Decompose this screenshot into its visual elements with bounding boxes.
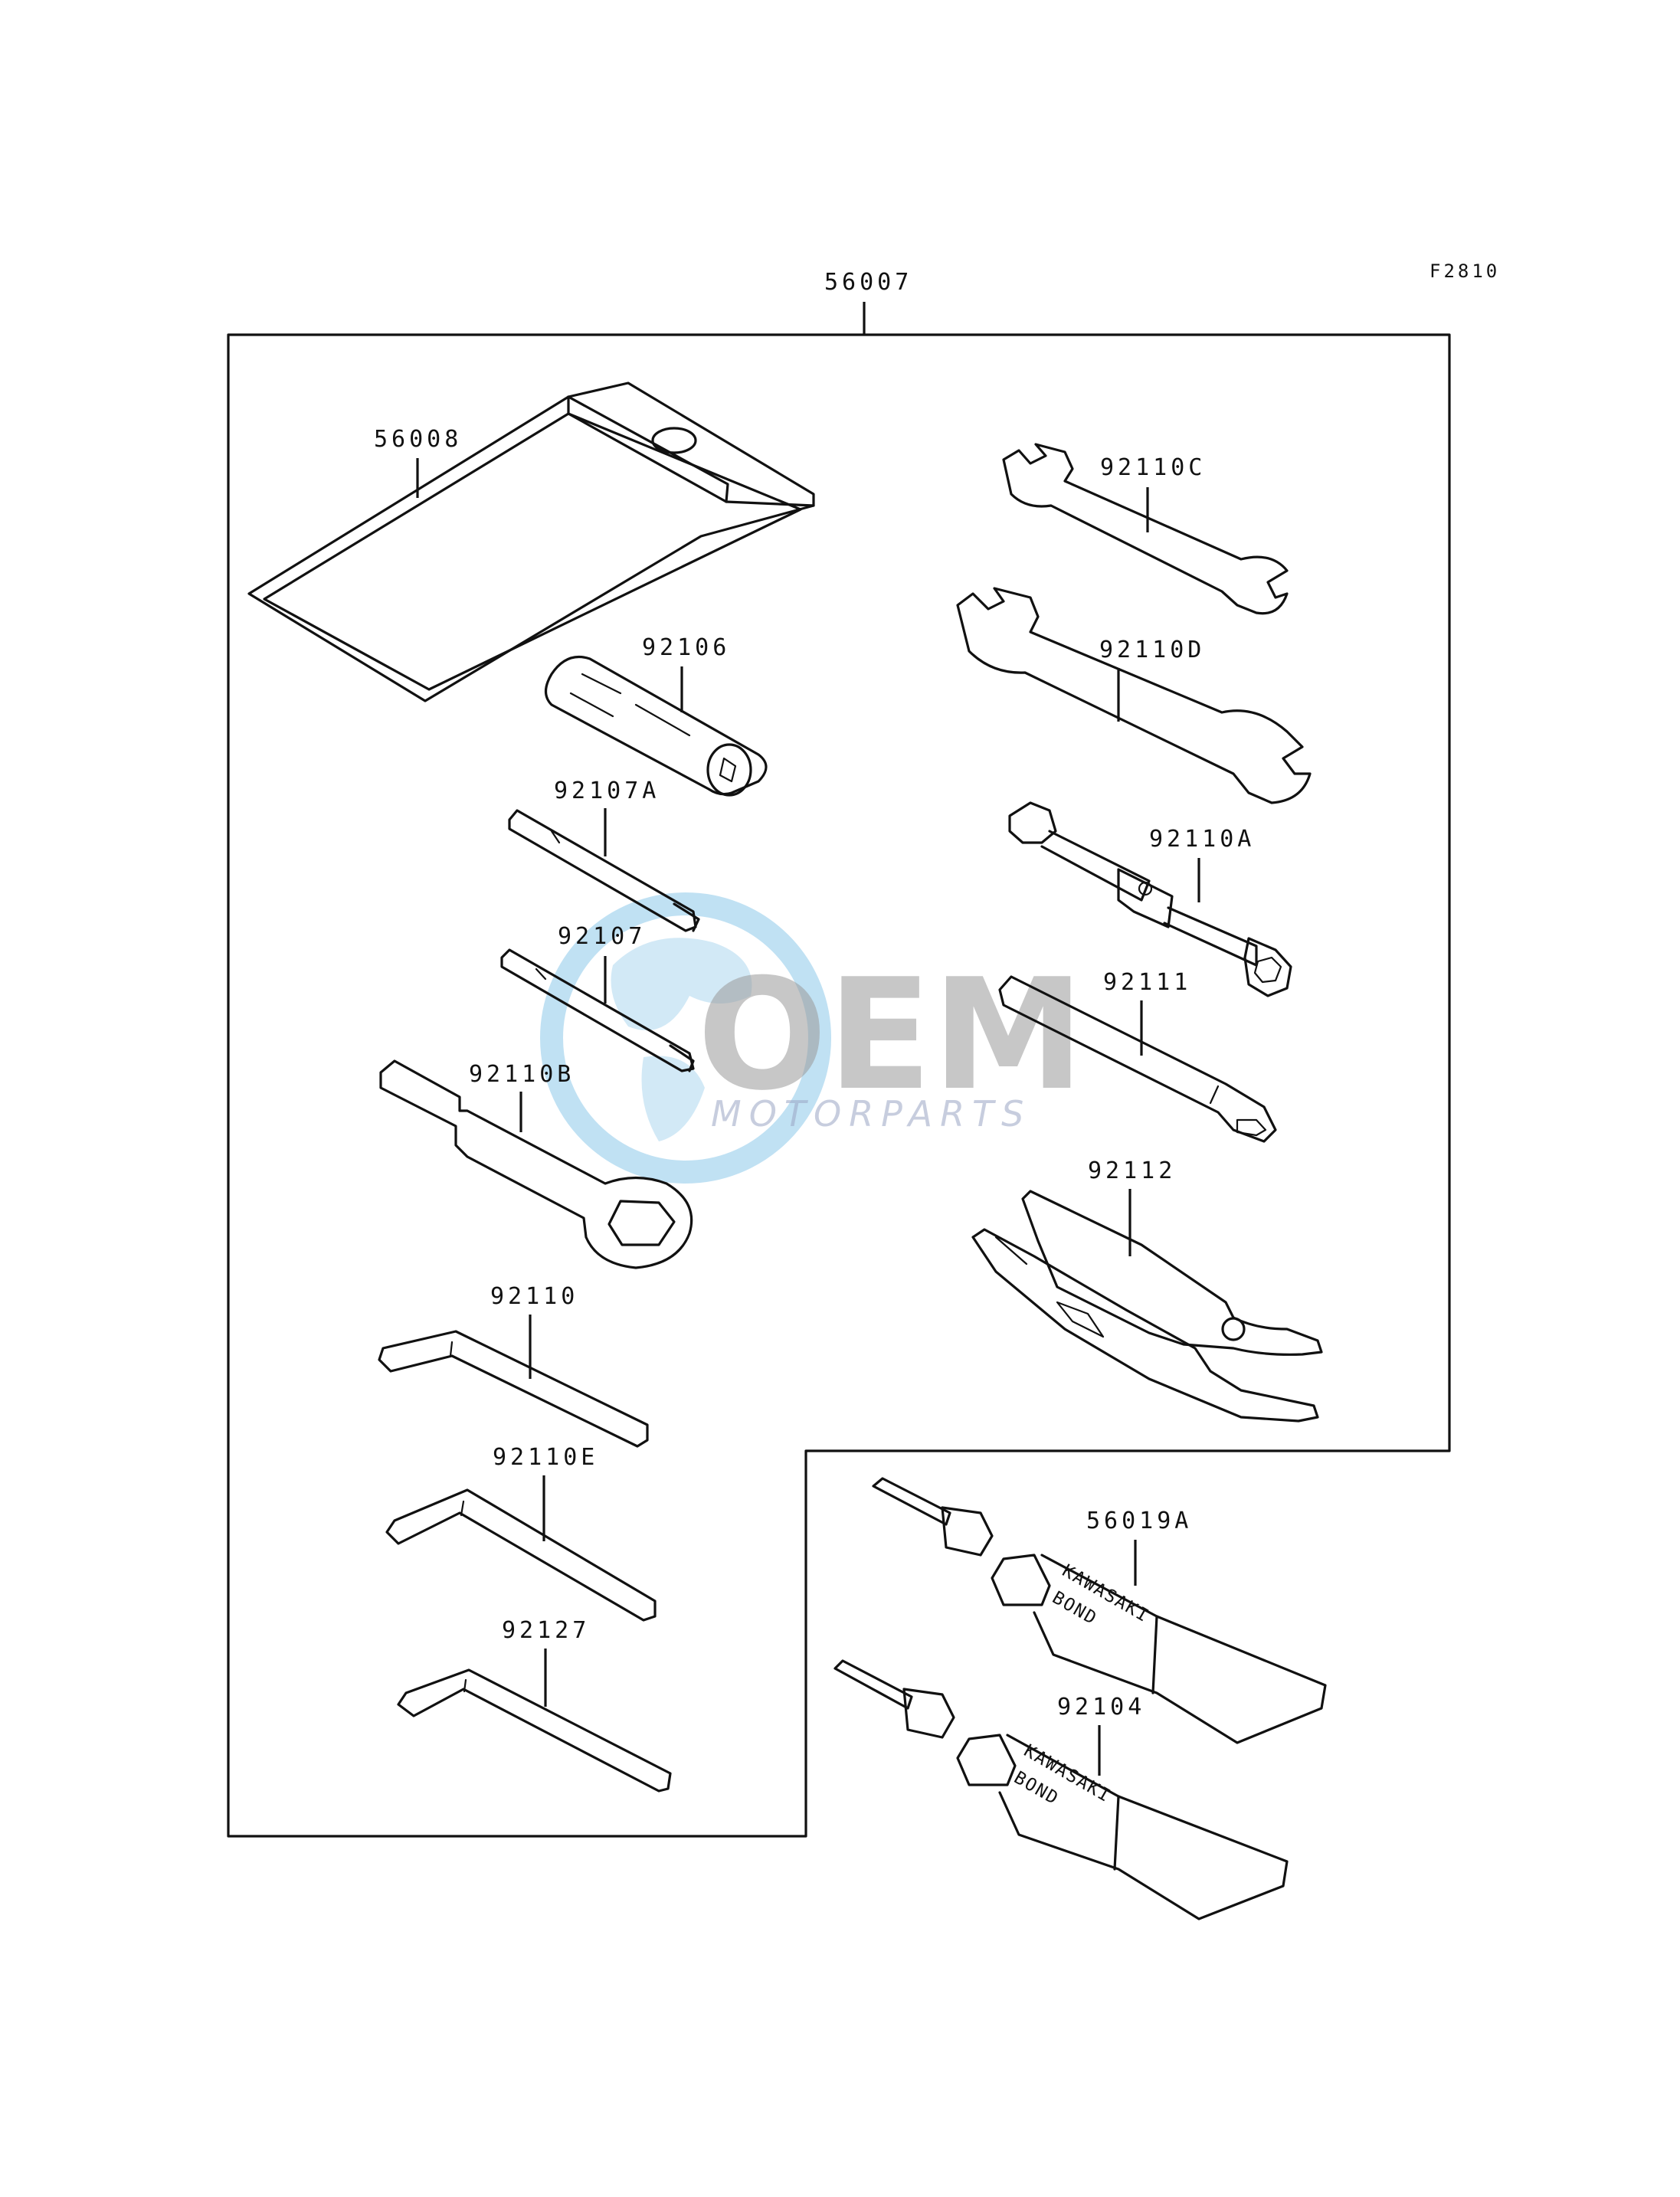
ring-wrench-icon <box>379 1059 693 1269</box>
assembly-label: 56007 <box>824 269 912 296</box>
label-56008: 56008 <box>374 426 462 453</box>
label-92110: 92110 <box>490 1283 578 1310</box>
open-end-wrench-icon <box>1002 443 1289 615</box>
screwdriver-bit-icon <box>500 948 695 1072</box>
label-92107A: 92107A <box>554 778 660 804</box>
label-92127: 92127 <box>502 1617 590 1644</box>
continents-icon <box>611 938 752 1141</box>
hex-key-icon <box>385 1488 657 1622</box>
extension-bar-icon <box>998 975 1277 1143</box>
open-end-wrench-icon <box>956 587 1312 804</box>
watermark-tagline: MOTORPARTS <box>711 1093 1031 1135</box>
label-92106: 92106 <box>642 634 730 661</box>
label-92110C: 92110C <box>1100 454 1206 481</box>
spark-plug-wrench-icon <box>1008 801 1292 997</box>
kit-frame <box>227 333 1451 1838</box>
label-92110A: 92110A <box>1149 826 1255 853</box>
tool-bag-icon <box>247 381 815 702</box>
label-92112: 92112 <box>1088 1157 1176 1184</box>
label-92104: 92104 <box>1057 1694 1145 1721</box>
label-92111: 92111 <box>1103 969 1191 996</box>
label-92110B: 92110B <box>469 1061 575 1088</box>
watermark: OEM MOTORPARTS <box>540 892 1085 1184</box>
label-92107: 92107 <box>558 923 646 950</box>
hex-key-icon <box>378 1330 649 1448</box>
watermark-brand: OEM <box>697 946 1085 1125</box>
label-92110D: 92110D <box>1099 637 1205 663</box>
hex-key-icon <box>397 1668 672 1793</box>
figure-code: F2810 <box>1429 260 1500 282</box>
socket-holder-icon <box>544 655 768 797</box>
pliers-icon <box>971 1190 1323 1423</box>
globe-icon <box>540 892 831 1184</box>
screwdriver-bit-icon <box>508 809 700 932</box>
label-56019A: 56019A <box>1086 1508 1192 1534</box>
label-92110E: 92110E <box>493 1444 598 1471</box>
